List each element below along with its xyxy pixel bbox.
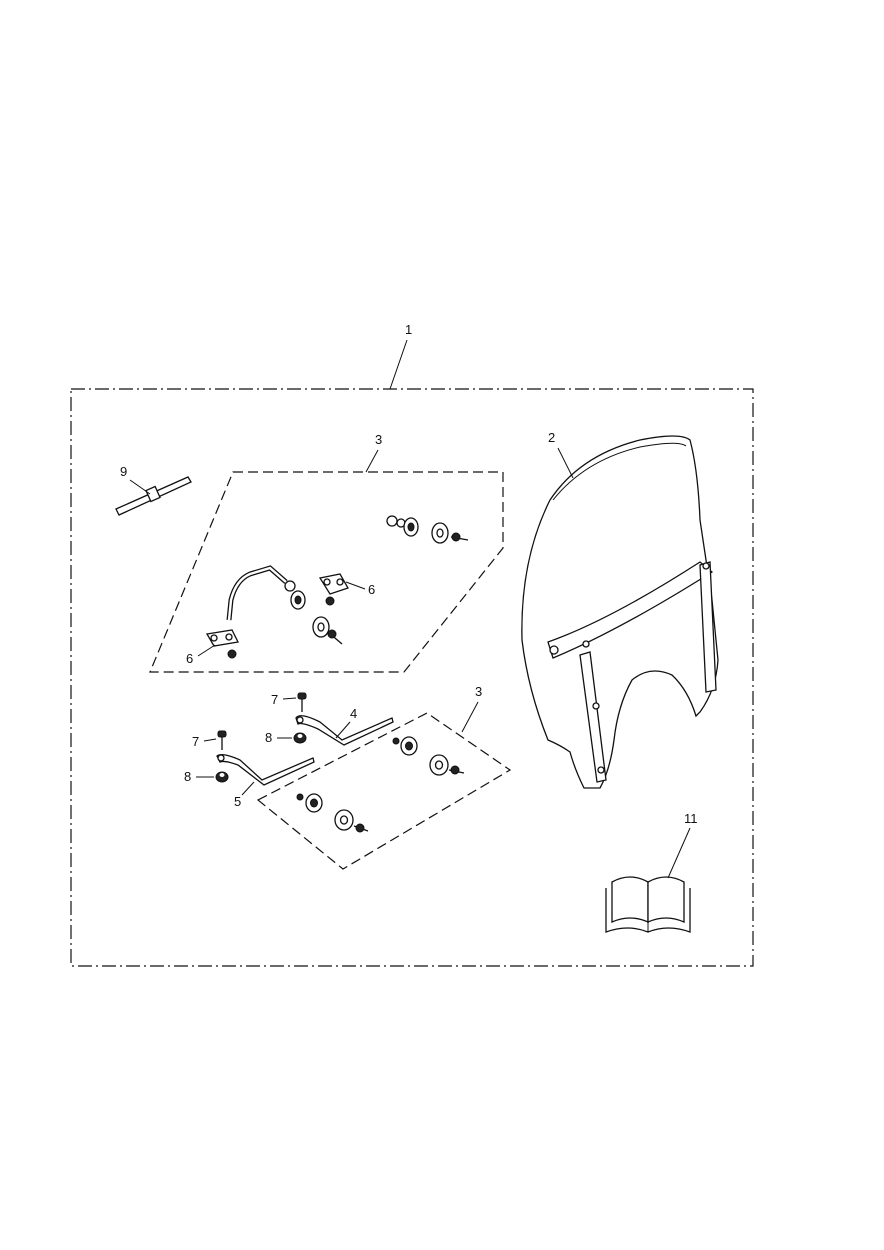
- callout-4-label: 4: [350, 706, 357, 721]
- callout-9-label: 9: [120, 464, 127, 479]
- callout-1-label: 1: [405, 322, 412, 337]
- callout-3-lower: 3: [461, 684, 482, 733]
- nut-part-upper: [293, 732, 307, 744]
- mounting-arm-left: [226, 565, 296, 621]
- callout-8-lower-label: 8: [184, 769, 191, 784]
- callout-3-upper: 3: [365, 432, 382, 473]
- instruction-booklet-icon: [605, 876, 691, 933]
- cable-tie-part: [115, 476, 192, 516]
- bolt-part-upper: [297, 692, 307, 712]
- kit-boundary: [70, 388, 754, 967]
- callout-1: 1: [389, 322, 412, 390]
- windscreen-part: [521, 435, 719, 789]
- callout-9: 9: [120, 464, 151, 495]
- mounting-arm-right: [324, 510, 406, 569]
- support-strut-lower: [216, 754, 315, 786]
- callout-7-lower-label: 7: [192, 734, 199, 749]
- washer-set-lower: [296, 736, 465, 833]
- upper-fitting-kit-outline: [149, 471, 504, 673]
- callout-8-upper-label: 8: [265, 730, 272, 745]
- callout-7-lower: 7: [192, 734, 217, 749]
- callout-11-label: 11: [684, 811, 698, 826]
- callout-7-upper: 7: [271, 692, 297, 707]
- washer-set-upper: [290, 517, 469, 645]
- lower-fitting-kit-outline: [256, 712, 512, 870]
- callout-5: 5: [234, 781, 255, 809]
- bolt-part-lower: [217, 730, 227, 750]
- callout-8-upper: 8: [265, 730, 292, 745]
- bracket-part-lower: [205, 629, 239, 659]
- callout-7-upper-label: 7: [271, 692, 278, 707]
- callout-3-lower-label: 3: [475, 684, 482, 699]
- callout-6-lower: 6: [186, 644, 216, 666]
- callout-6-lower-label: 6: [186, 651, 193, 666]
- callout-3-upper-label: 3: [375, 432, 382, 447]
- callout-4: 4: [335, 706, 357, 739]
- callout-5-label: 5: [234, 794, 241, 809]
- callout-6-upper-label: 6: [368, 582, 375, 597]
- nut-part-lower: [215, 771, 229, 783]
- callout-6-upper: 6: [345, 581, 375, 597]
- callout-11: 11: [667, 811, 698, 879]
- bracket-part-upper: [318, 573, 349, 606]
- callout-8-lower: 8: [184, 769, 214, 784]
- callout-2: 2: [548, 430, 574, 479]
- callout-2-label: 2: [548, 430, 555, 445]
- support-strut-upper: [295, 715, 394, 746]
